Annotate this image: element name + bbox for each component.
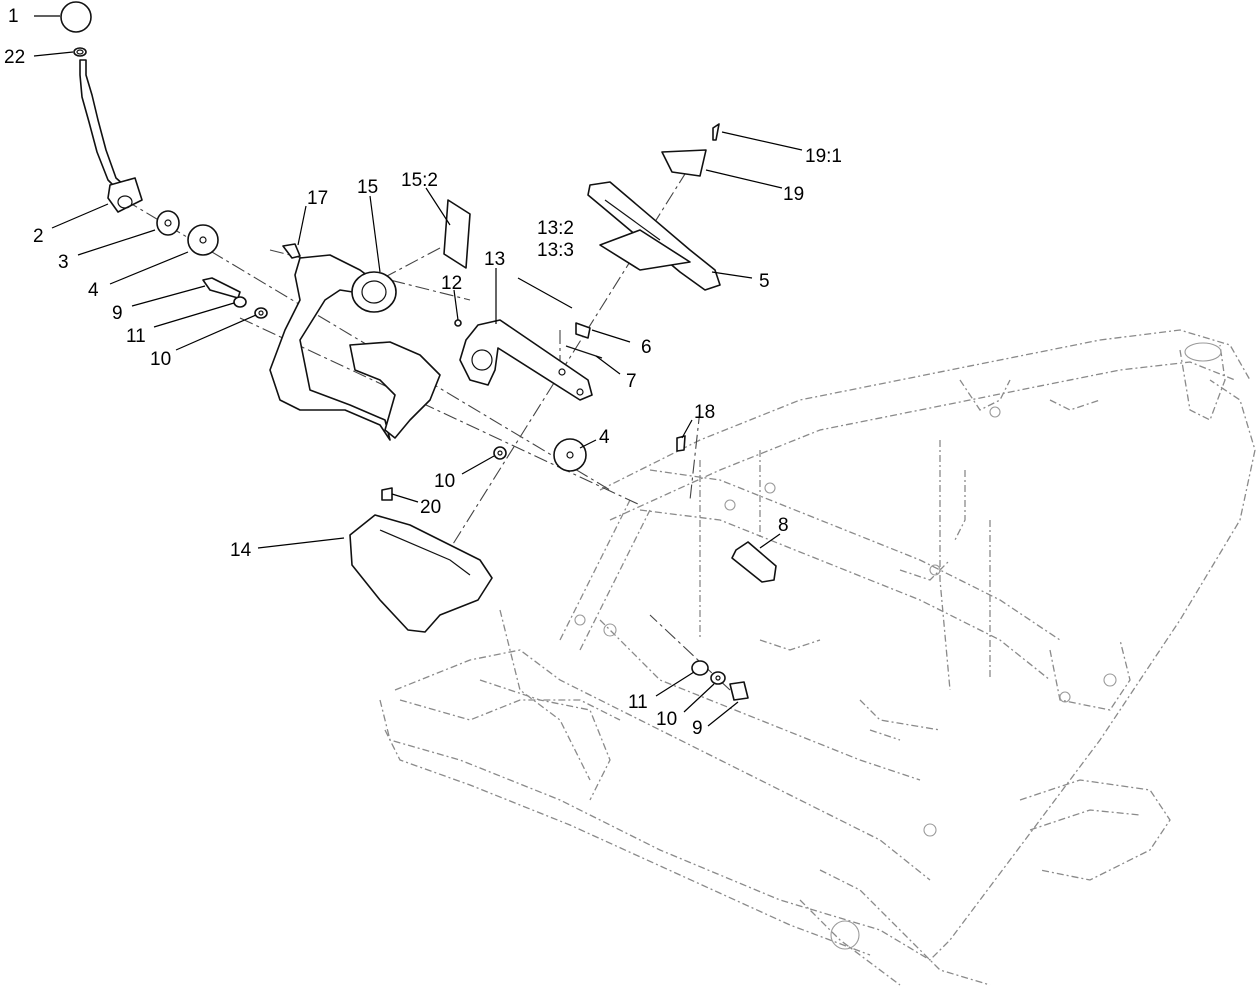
- callout-14: 14: [230, 540, 252, 561]
- bracket-part-13: [459, 319, 593, 401]
- callout-1: 1: [8, 6, 19, 27]
- callout-10-middle: 10: [434, 471, 455, 492]
- shift-guide-part-15: [269, 254, 441, 441]
- callout-18: 18: [694, 402, 715, 423]
- callout-19: 19: [783, 184, 804, 205]
- washer-part-10-lower: [710, 671, 726, 685]
- pivot-pin-part-8: [731, 541, 777, 583]
- washer-part-10-upper: [254, 307, 268, 319]
- callout-labels: 1 22 2 3 4 9 11 10 17 15 15:2 12 13 13:2…: [4, 6, 842, 739]
- callout-11-upper: 11: [126, 326, 146, 347]
- callout-7: 7: [626, 371, 637, 392]
- callout-11-lower: 11: [628, 692, 648, 713]
- washer-part-3: [156, 210, 180, 236]
- spacer-part-11-upper: [233, 296, 247, 308]
- decal-part-15-2: [443, 199, 471, 269]
- bolt-part-9-lower: [729, 681, 749, 701]
- steering-wheel-part-5: [587, 181, 721, 291]
- screw-part-12: [454, 319, 462, 327]
- callout-3: 3: [58, 252, 69, 273]
- pin-part-19-1: [712, 123, 720, 141]
- callout-5: 5: [759, 271, 770, 292]
- callout-15-2: 15:2: [401, 170, 438, 191]
- callout-22: 22: [4, 47, 25, 68]
- leader-lines: [33, 15, 803, 727]
- washer-part-10-middle: [493, 446, 507, 460]
- clip-part-20: [381, 487, 393, 501]
- callout-8: 8: [778, 515, 789, 536]
- knob-part-1: [60, 1, 92, 33]
- spacer-part-11-lower: [691, 660, 709, 676]
- grease-fitting-part-18: [676, 435, 686, 452]
- callout-12: 12: [441, 273, 462, 294]
- callout-4-upper: 4: [88, 280, 99, 301]
- callout-15: 15: [357, 177, 378, 198]
- cover-part-14: [349, 514, 493, 633]
- washer-part-4-lower: [553, 438, 587, 472]
- lever-grip-part-2: [107, 177, 143, 213]
- callout-17: 17: [307, 188, 328, 209]
- nut-part-22: [73, 47, 87, 57]
- callout-10-lower: 10: [656, 709, 677, 730]
- callout-13-2: 13:2: [537, 218, 574, 239]
- callout-13-3: 13:3: [537, 240, 574, 261]
- callout-6: 6: [641, 337, 652, 358]
- callout-4-lower: 4: [599, 427, 610, 448]
- callout-19-1: 19:1: [805, 146, 842, 167]
- washer-part-4-upper: [187, 224, 219, 256]
- callout-20: 20: [420, 497, 441, 518]
- bolt-part-17: [282, 243, 301, 259]
- bolt-part-9-upper: [202, 277, 241, 299]
- callout-13: 13: [484, 249, 505, 270]
- chassis-frame: [379, 329, 1256, 986]
- shift-lever-rod: [79, 59, 125, 191]
- callout-2: 2: [33, 226, 44, 247]
- pin-part-6: [575, 322, 591, 339]
- callout-9-lower: 9: [692, 718, 703, 739]
- decal-part-19: [661, 149, 707, 177]
- callout-10-upper: 10: [150, 349, 171, 370]
- callout-9-upper: 9: [112, 303, 123, 324]
